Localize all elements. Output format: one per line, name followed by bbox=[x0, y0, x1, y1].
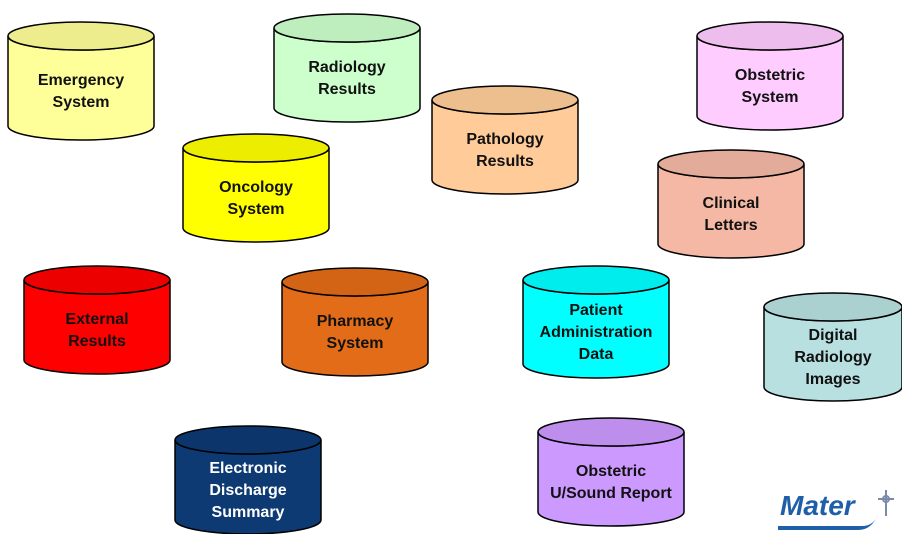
clinical-letters-label-line: Clinical bbox=[702, 195, 760, 212]
digital-radiology-label-line: Digital bbox=[808, 327, 858, 344]
pharmacy-cylinder bbox=[281, 267, 429, 377]
digital-radiology-cylinder bbox=[763, 292, 902, 402]
oncology-cylinder bbox=[182, 133, 330, 243]
mater-logo: Mater bbox=[770, 486, 902, 534]
external-results-label-line: External bbox=[65, 311, 129, 328]
emergency-label-line: System bbox=[52, 94, 110, 111]
oncology-label-line: System bbox=[227, 201, 285, 218]
obstetric-system-label-line: Obstetric bbox=[734, 67, 806, 84]
oncology-label-line: Oncology bbox=[219, 179, 293, 196]
patient-admin-label-line: Patient bbox=[569, 302, 623, 319]
pharmacy-label-line: Pharmacy bbox=[316, 313, 394, 330]
radiology-results-label-line: Results bbox=[318, 81, 376, 98]
electronic-discharge-label-line: Summary bbox=[211, 504, 285, 521]
clinical-letters-cylinder bbox=[657, 149, 805, 259]
pharmacy-label-line: System bbox=[326, 335, 384, 352]
obstetric-usound-cylinder bbox=[537, 417, 685, 527]
electronic-discharge-label-line: Discharge bbox=[209, 482, 287, 499]
electronic-discharge-label-line: Electronic bbox=[209, 460, 287, 477]
electronic-discharge-cylinder bbox=[174, 425, 322, 534]
obstetric-system-cylinder bbox=[696, 21, 844, 131]
external-results-cylinder bbox=[23, 265, 171, 375]
radiology-results-label-line: Radiology bbox=[308, 59, 386, 76]
pathology-cylinder bbox=[431, 85, 579, 195]
external-results-label-line: Results bbox=[68, 333, 126, 350]
patient-admin-label-line: Data bbox=[578, 346, 614, 363]
radiology-results-cylinder bbox=[273, 13, 421, 123]
logo-text: Mater bbox=[780, 490, 855, 521]
patient-admin-label-line: Administration bbox=[539, 324, 653, 341]
pathology-label-line: Pathology bbox=[466, 131, 544, 148]
digital-radiology-label-line: Radiology bbox=[794, 349, 872, 366]
logo-swoosh-icon bbox=[778, 490, 894, 530]
digital-radiology-label-line: Images bbox=[805, 371, 861, 388]
emergency-cylinder bbox=[7, 21, 155, 141]
pathology-label-line: Results bbox=[476, 153, 534, 170]
obstetric-usound-label-line: U/Sound Report bbox=[550, 485, 672, 502]
patient-admin-cylinder bbox=[522, 265, 670, 379]
obstetric-system-label-line: System bbox=[741, 89, 799, 106]
cross-icon bbox=[878, 490, 894, 516]
emergency-label-line: Emergency bbox=[37, 72, 125, 89]
obstetric-usound-label-line: Obstetric bbox=[575, 463, 647, 480]
clinical-letters-label-line: Letters bbox=[704, 217, 758, 234]
